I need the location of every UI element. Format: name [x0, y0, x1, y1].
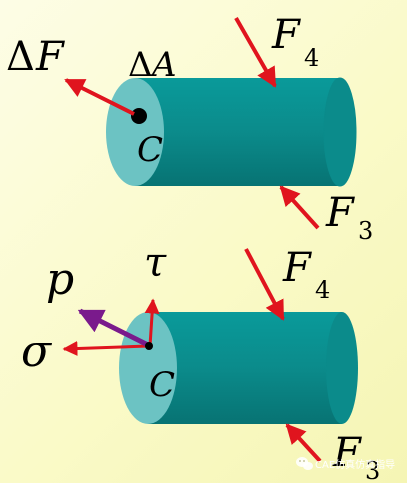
wechat-icon	[296, 457, 313, 470]
top-cylinder-end	[323, 77, 357, 187]
top-f3-label: F	[325, 190, 355, 236]
top-area-letter: A	[149, 45, 177, 85]
p-arrow	[77, 308, 150, 348]
top-f3-arrow	[279, 185, 320, 230]
sigma-label: σ	[21, 326, 53, 377]
bottom-f4-label: F	[282, 245, 312, 291]
tau-label: τ	[144, 240, 167, 286]
bottom-f3-subscript: 3	[365, 457, 380, 483]
top-point-label: C	[137, 130, 163, 170]
top-area-delta: Δ	[128, 45, 153, 85]
top-f4-arrow	[234, 17, 277, 88]
top-force-label: F	[35, 34, 65, 80]
bottom-cylinder-end	[326, 312, 358, 424]
tau-arrow	[144, 298, 160, 347]
delta-f-arrow	[64, 78, 135, 116]
sigma-arrow	[62, 341, 149, 357]
bottom-f3-arrow	[285, 423, 322, 463]
bottom-point-c	[145, 342, 153, 350]
top-cylinder	[106, 77, 357, 187]
bottom-cylinder-body	[148, 312, 342, 424]
top-cylinder-body	[135, 78, 340, 186]
bottom-cylinder	[119, 312, 358, 424]
p-label: p	[46, 254, 74, 305]
bottom-f3-label: F	[332, 430, 362, 476]
bottom-f4-arrow	[244, 248, 285, 321]
top-point-c	[131, 108, 147, 124]
top-delta-symbol: Δ	[6, 34, 35, 80]
top-f4-subscript: 4	[304, 44, 319, 72]
bottom-point-label: C	[149, 365, 175, 405]
top-f3-subscript: 3	[358, 217, 373, 245]
top-cylinder-face	[106, 78, 164, 186]
watermark-text: CAE仿真仿真指导	[315, 458, 395, 471]
bottom-f4-subscript: 4	[315, 276, 330, 304]
watermark: CAE仿真仿真指导	[296, 457, 395, 471]
top-f4-label: F	[271, 12, 301, 58]
